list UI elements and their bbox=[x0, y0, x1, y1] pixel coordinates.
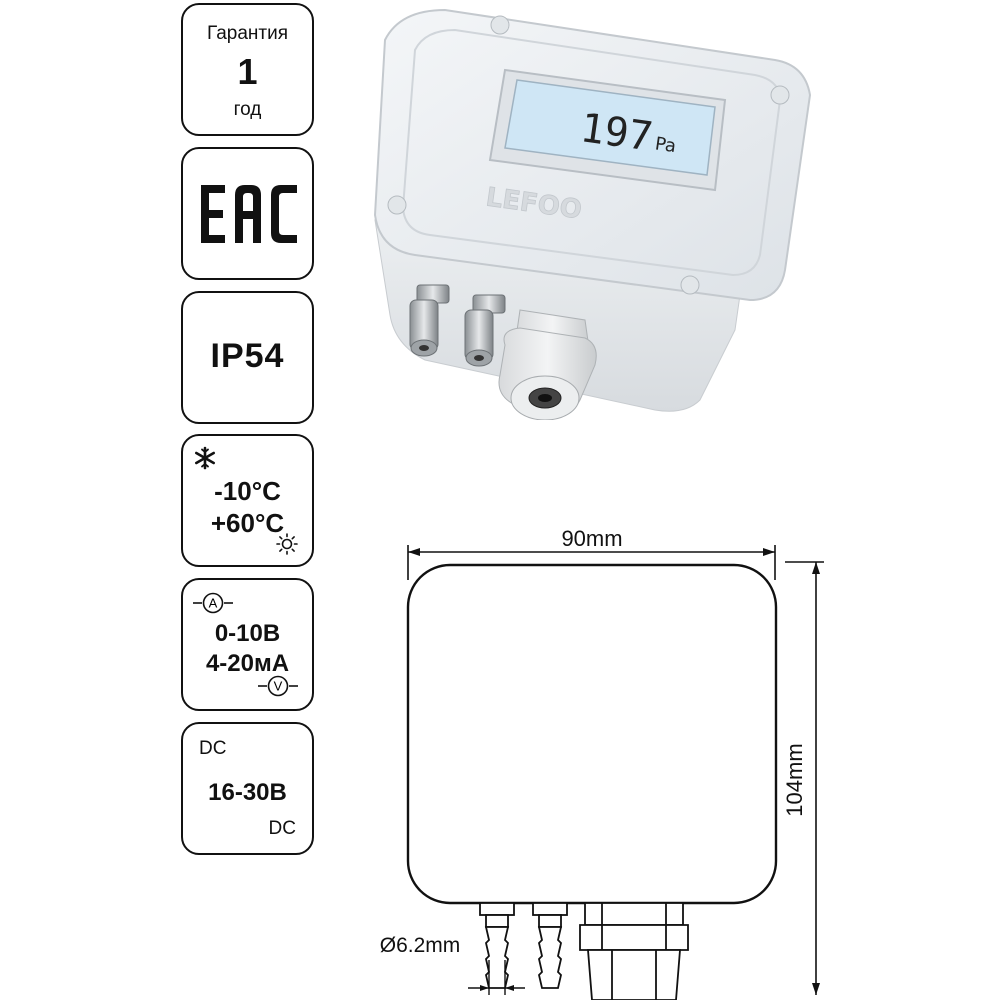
height-dimension-label: 104mm bbox=[782, 743, 807, 816]
voltmeter-icon: V bbox=[258, 675, 298, 697]
cable-gland bbox=[498, 309, 597, 420]
warranty-badge: Гарантия 1 год bbox=[181, 3, 314, 136]
nozzle-diameter-label: Ø6.2mm bbox=[380, 934, 461, 957]
eac-logo bbox=[201, 185, 297, 243]
output-current: 4-20мА bbox=[205, 650, 290, 677]
sun-icon bbox=[276, 533, 298, 555]
ip-rating-label: IP54 bbox=[210, 337, 285, 375]
temperature-badge: -10°C +60°C bbox=[181, 434, 314, 567]
power-voltage: 16-30В bbox=[208, 779, 287, 806]
eac-badge bbox=[181, 147, 314, 280]
power-supply-badge: DC 16-30В DC bbox=[181, 722, 314, 855]
device-photo: 197 Pa LEFOO bbox=[373, 8, 812, 420]
temperature-max: +60°C bbox=[210, 508, 285, 538]
dimension-drawing: 90mm 104mm Ø6.2mm bbox=[380, 526, 824, 1000]
drawing-nozzles bbox=[479, 902, 568, 989]
warranty-value: 1 bbox=[237, 51, 258, 92]
lcd-reading: 197 bbox=[578, 105, 656, 161]
temperature-min: -10°C bbox=[214, 476, 281, 506]
ip-rating-badge: IP54 bbox=[181, 291, 314, 424]
warranty-unit: год bbox=[233, 99, 262, 120]
snowflake-icon bbox=[194, 446, 216, 470]
output-voltage: 0-10В bbox=[214, 620, 281, 647]
ammeter-letter: A bbox=[209, 596, 218, 611]
ammeter-icon: A bbox=[193, 592, 233, 614]
width-dimension-label: 90mm bbox=[561, 526, 622, 551]
lcd-unit: Pa bbox=[654, 133, 678, 157]
output-signal-badge: A 0-10В 4-20мА V bbox=[181, 578, 314, 711]
power-dc-top: DC bbox=[199, 738, 227, 759]
voltmeter-letter: V bbox=[274, 679, 283, 694]
power-dc-bottom: DC bbox=[268, 818, 296, 839]
warranty-title: Гарантия bbox=[206, 23, 289, 44]
pressure-nozzle-left bbox=[409, 284, 450, 357]
drawing-cable-gland bbox=[579, 902, 689, 1000]
pressure-nozzle-right bbox=[464, 294, 506, 367]
